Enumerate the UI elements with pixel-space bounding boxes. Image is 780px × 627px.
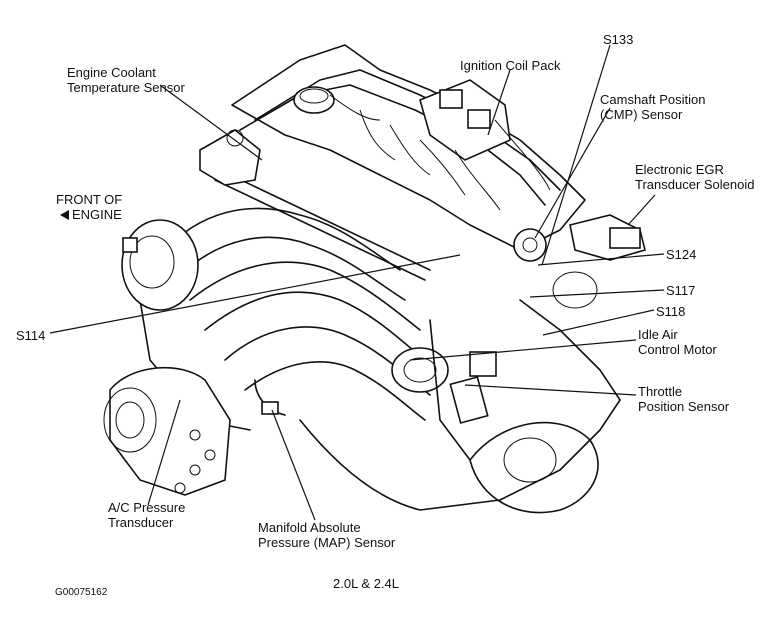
label-engine-coolant-temperature-sensor: Engine Coolant Temperature Sensor bbox=[67, 65, 185, 95]
label-s133: S133 bbox=[603, 32, 634, 47]
leader-s124 bbox=[537, 253, 665, 266]
label-ignition-coil-pack: Ignition Coil Pack bbox=[460, 58, 561, 73]
leader-tps bbox=[464, 384, 637, 396]
leader-egr bbox=[627, 194, 656, 226]
leader-ac bbox=[147, 399, 181, 506]
leader-s114 bbox=[49, 254, 461, 334]
leader-cmp bbox=[534, 107, 611, 239]
leader-lines bbox=[49, 44, 665, 521]
engine-size-caption: 2.0L & 2.4L bbox=[333, 576, 400, 591]
leader-s117 bbox=[529, 289, 665, 298]
label-ac-pressure-transducer: A/C Pressure Transducer bbox=[108, 500, 186, 530]
leader-ect bbox=[159, 84, 263, 161]
leader-s133 bbox=[541, 44, 611, 266]
label-s117: S117 bbox=[666, 283, 696, 298]
label-front-of: FRONT OF bbox=[56, 192, 123, 207]
label-map-sensor: Manifold Absolute Pressure (MAP) Sensor bbox=[258, 520, 396, 550]
label-s118: S118 bbox=[656, 304, 686, 319]
arrow-left-icon bbox=[60, 210, 69, 220]
leader-s118 bbox=[542, 309, 655, 336]
leader-map bbox=[271, 409, 316, 521]
leader-iac bbox=[409, 339, 637, 361]
label-camshaft-position-sensor: Camshaft Position (CMP) Sensor bbox=[600, 92, 706, 122]
label-s124: S124 bbox=[666, 247, 697, 262]
engine-illustration bbox=[103, 44, 646, 514]
label-idle-air-control-motor: Idle Air Control Motor bbox=[638, 327, 717, 357]
label-electronic-egr-transducer-solenoid: Electronic EGR Transducer Solenoid bbox=[635, 162, 755, 192]
figure-id: G00075162 bbox=[55, 587, 108, 598]
label-front-engine: ENGINE bbox=[60, 207, 122, 222]
front-engine-text: ENGINE bbox=[72, 207, 122, 222]
label-throttle-position-sensor: Throttle Position Sensor bbox=[638, 384, 730, 414]
leader-ignition-coil bbox=[487, 69, 511, 136]
label-s114: S114 bbox=[16, 328, 46, 343]
